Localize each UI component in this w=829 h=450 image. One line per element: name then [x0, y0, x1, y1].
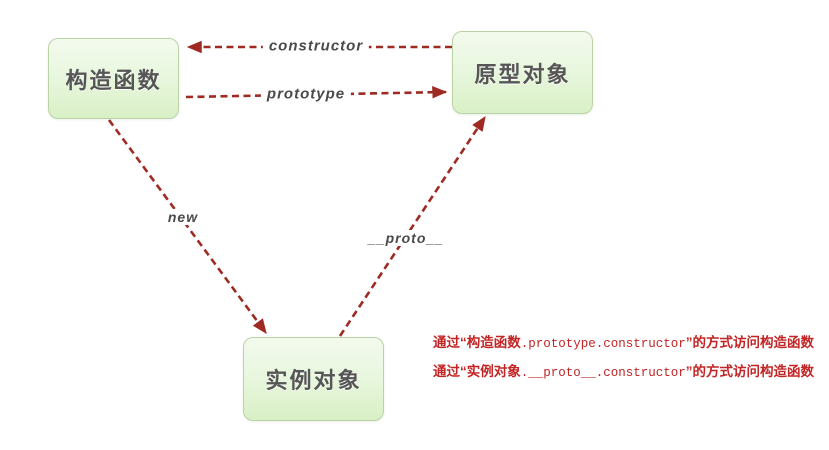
node-constructor-function: 构造函数: [48, 38, 179, 119]
proto-arrow: [338, 115, 487, 337]
proto-arrow-label: __proto__: [362, 230, 450, 246]
annotation-code: .__proto__.constructor: [520, 366, 686, 380]
annotation-line: 通过“实例对象.__proto__.constructor”的方式访问构造函数: [433, 358, 814, 387]
annotation-code: .prototype.constructor: [520, 337, 686, 351]
node-label: 原型对象: [474, 61, 571, 87]
annotation-text: ”的方式访问构造函数: [685, 335, 815, 350]
prototype-arrow-label: prototype: [260, 85, 352, 103]
node-prototype-object: 原型对象: [452, 31, 593, 114]
annotation-text: 通过“实例对象: [433, 364, 521, 379]
annotation-notes: 通过“构造函数.prototype.constructor”的方式访问构造函数 …: [433, 329, 814, 387]
annotation-text: 通过“构造函数: [433, 335, 521, 350]
node-instance-object: 实例对象: [243, 337, 384, 421]
node-label: 构造函数: [65, 67, 162, 93]
annotation-text: ”的方式访问构造函数: [685, 364, 815, 379]
constructor-arrow-label: constructor: [262, 37, 370, 55]
new-arrow: [107, 119, 268, 335]
node-label: 实例对象: [265, 368, 362, 393]
annotation-line: 通过“构造函数.prototype.constructor”的方式访问构造函数: [433, 329, 814, 358]
new-arrow-label: new: [161, 209, 205, 225]
